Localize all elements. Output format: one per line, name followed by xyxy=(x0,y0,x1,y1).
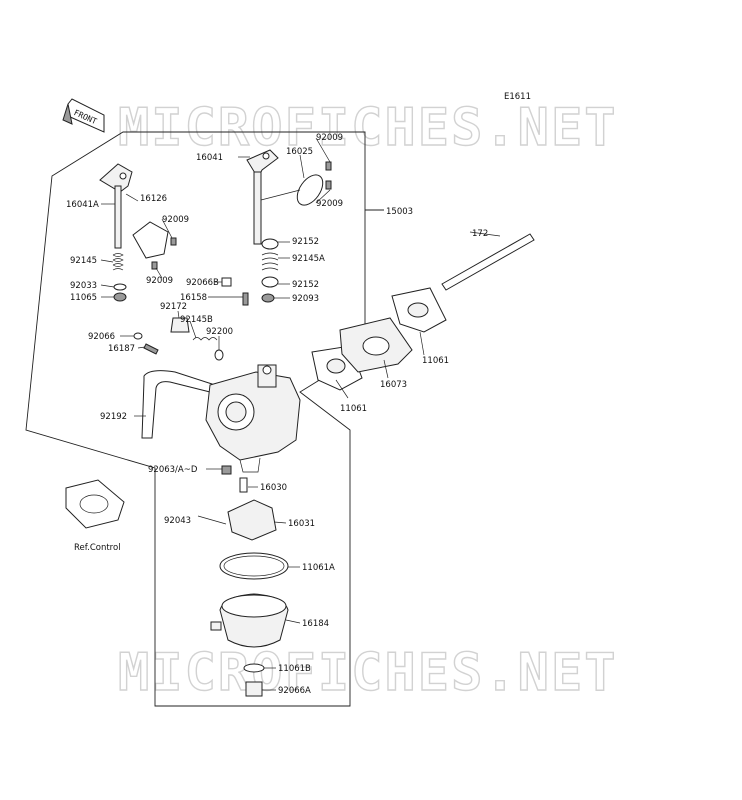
label-92009d: 92009 xyxy=(146,276,173,286)
label-92009c: 92009 xyxy=(162,215,189,225)
label-172: 172 xyxy=(472,229,488,239)
label-16126: 16126 xyxy=(140,194,167,204)
label-11065: 11065 xyxy=(70,293,97,303)
washer-92200 xyxy=(214,349,224,361)
oring-92093 xyxy=(261,293,275,303)
jet-92063 xyxy=(221,465,232,475)
gasket-11061B xyxy=(243,663,265,673)
screw-92172 xyxy=(170,317,190,333)
label-16158: 16158 xyxy=(180,293,207,303)
label-92172: 92172 xyxy=(160,302,187,312)
label-16041A: 16041A xyxy=(66,200,99,210)
ref-control-gasket xyxy=(65,479,125,529)
label-11061A: 11061A xyxy=(302,563,335,573)
label-16187: 16187 xyxy=(108,344,135,354)
label-ref-control: Ref.Control xyxy=(74,543,121,553)
label-92145A: 92145A xyxy=(292,254,325,264)
spring-left xyxy=(112,253,124,271)
label-11061b: 11061 xyxy=(340,404,367,414)
float-16031 xyxy=(197,499,277,541)
label-92200: 92200 xyxy=(206,327,233,337)
throttle-shaft xyxy=(246,149,279,245)
float-bowl-16184 xyxy=(210,593,289,648)
choke-shaft xyxy=(99,163,133,249)
gasket-11061A xyxy=(219,552,289,580)
spring-92145B xyxy=(192,337,218,341)
label-16025: 16025 xyxy=(286,147,313,157)
label-92192: 92192 xyxy=(100,412,127,422)
choke-plate xyxy=(132,221,177,270)
label-92033: 92033 xyxy=(70,281,97,291)
seal-11065 xyxy=(113,292,127,302)
label-11061a: 11061 xyxy=(422,356,449,366)
label-16073: 16073 xyxy=(380,380,407,390)
carburetor-body xyxy=(205,364,301,473)
label-92145: 92145 xyxy=(70,256,97,266)
label-92093: 92093 xyxy=(292,294,319,304)
stud-172 xyxy=(441,233,535,291)
label-16031: 16031 xyxy=(288,519,315,529)
watermark-top: MICROFICHES.NET xyxy=(118,98,618,158)
assembly-frame xyxy=(25,131,366,707)
watermark-bottom: MICROFICHES.NET xyxy=(118,643,618,703)
fuel-hose xyxy=(141,370,213,439)
label-92009b: 92009 xyxy=(316,199,343,209)
front-arrow-icon: FRONT xyxy=(62,98,105,133)
label-16041: 16041 xyxy=(196,153,223,163)
label-92152b: 92152 xyxy=(292,280,319,290)
leader-lines xyxy=(100,137,501,691)
label-92066: 92066 xyxy=(88,332,115,342)
label-11061B: 11061B xyxy=(278,664,311,674)
washer-92152a xyxy=(261,238,279,250)
drain-screw-92066A xyxy=(245,681,263,697)
label-16184: 16184 xyxy=(302,619,329,629)
screw-16187 xyxy=(143,343,159,355)
clip-92033 xyxy=(113,283,127,291)
spring-92145A xyxy=(261,252,279,271)
washer-92152b xyxy=(261,276,279,288)
label-92066A: 92066A xyxy=(278,686,311,696)
diagram-code: E1611 xyxy=(504,92,531,102)
plug-92066B xyxy=(221,277,232,287)
nozzle-16030 xyxy=(239,477,248,493)
label-16030: 16030 xyxy=(260,483,287,493)
label-15003: 15003 xyxy=(386,207,413,217)
label-92063: 92063/A~D xyxy=(148,465,198,475)
part-labels: 92009 16041 16025 92009 15003 16041A 161… xyxy=(66,133,488,696)
insulator-16073 xyxy=(339,317,413,373)
screw-upper-a xyxy=(325,161,332,190)
needle-16158 xyxy=(242,292,249,306)
plug-92066 xyxy=(133,332,143,340)
label-92145B: 92145B xyxy=(180,315,213,325)
gasket-11061-outer xyxy=(391,287,447,333)
label-92043: 92043 xyxy=(164,516,191,526)
label-92009a: 92009 xyxy=(316,133,343,143)
label-92152a: 92152 xyxy=(292,237,319,247)
label-92066B: 92066B xyxy=(186,278,219,288)
throttle-plate xyxy=(260,174,324,206)
